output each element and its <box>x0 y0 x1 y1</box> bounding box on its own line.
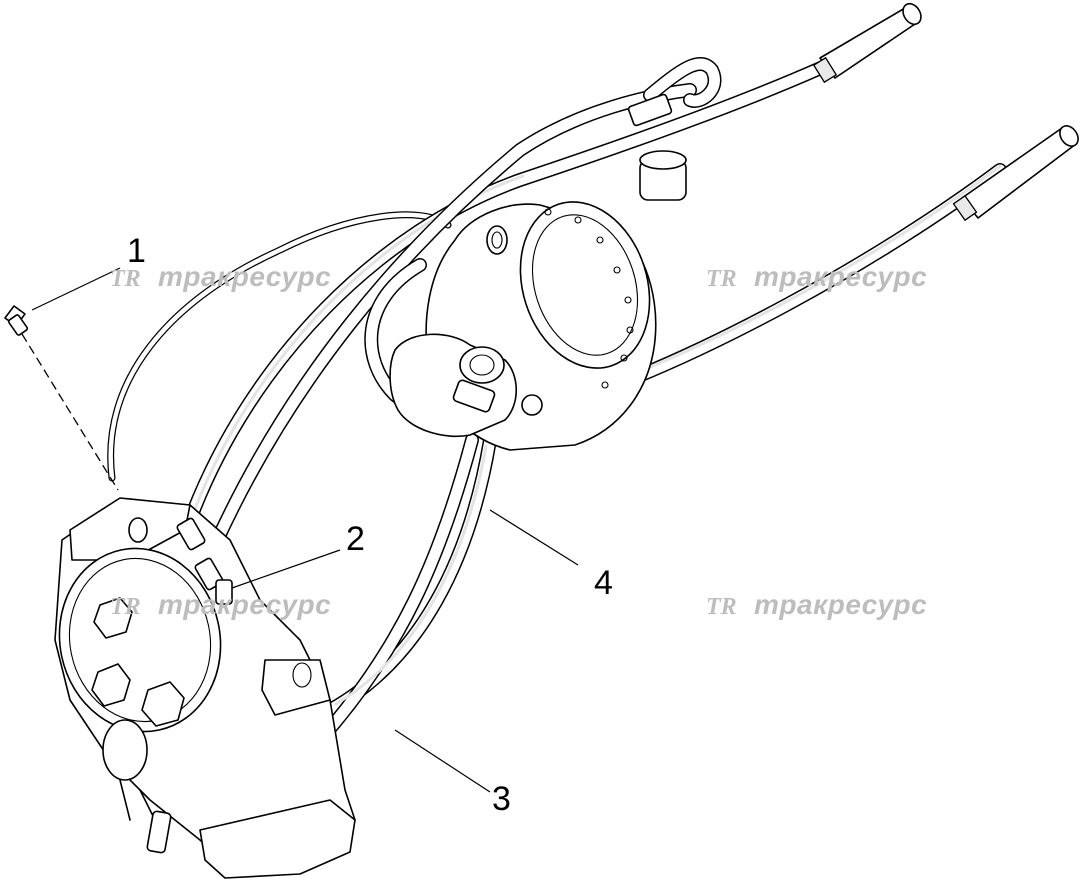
pipe-end-upper <box>812 2 922 84</box>
watermark-text: тракресурс <box>754 261 927 292</box>
watermark-logo: TR <box>706 594 737 620</box>
watermark-logo: TR <box>706 266 737 292</box>
gearbox-housing <box>54 497 356 879</box>
callout-2: 2 <box>346 520 365 558</box>
watermark-logo: TR <box>110 594 141 620</box>
torque-converter <box>389 93 687 451</box>
callout-1: 1 <box>127 232 146 270</box>
callout-3: 3 <box>492 780 511 818</box>
callout-4: 4 <box>594 564 613 602</box>
watermark-text: тракресурс <box>158 589 331 620</box>
watermark-logo: TR <box>110 266 141 292</box>
watermark-top-right: TR тракресурс <box>706 261 927 292</box>
watermark-text: тракресурс <box>158 261 331 292</box>
watermark-bottom-left: TR тракресурс <box>110 589 331 620</box>
watermark-text: тракресурс <box>754 589 927 620</box>
part-1-fitting <box>4 305 119 491</box>
watermark-bottom-right: TR тракресурс <box>706 589 927 620</box>
leader-lines <box>31 267 579 793</box>
watermark-top-left: TR тракресурс <box>110 261 331 292</box>
pipe-end-right <box>952 125 1079 222</box>
